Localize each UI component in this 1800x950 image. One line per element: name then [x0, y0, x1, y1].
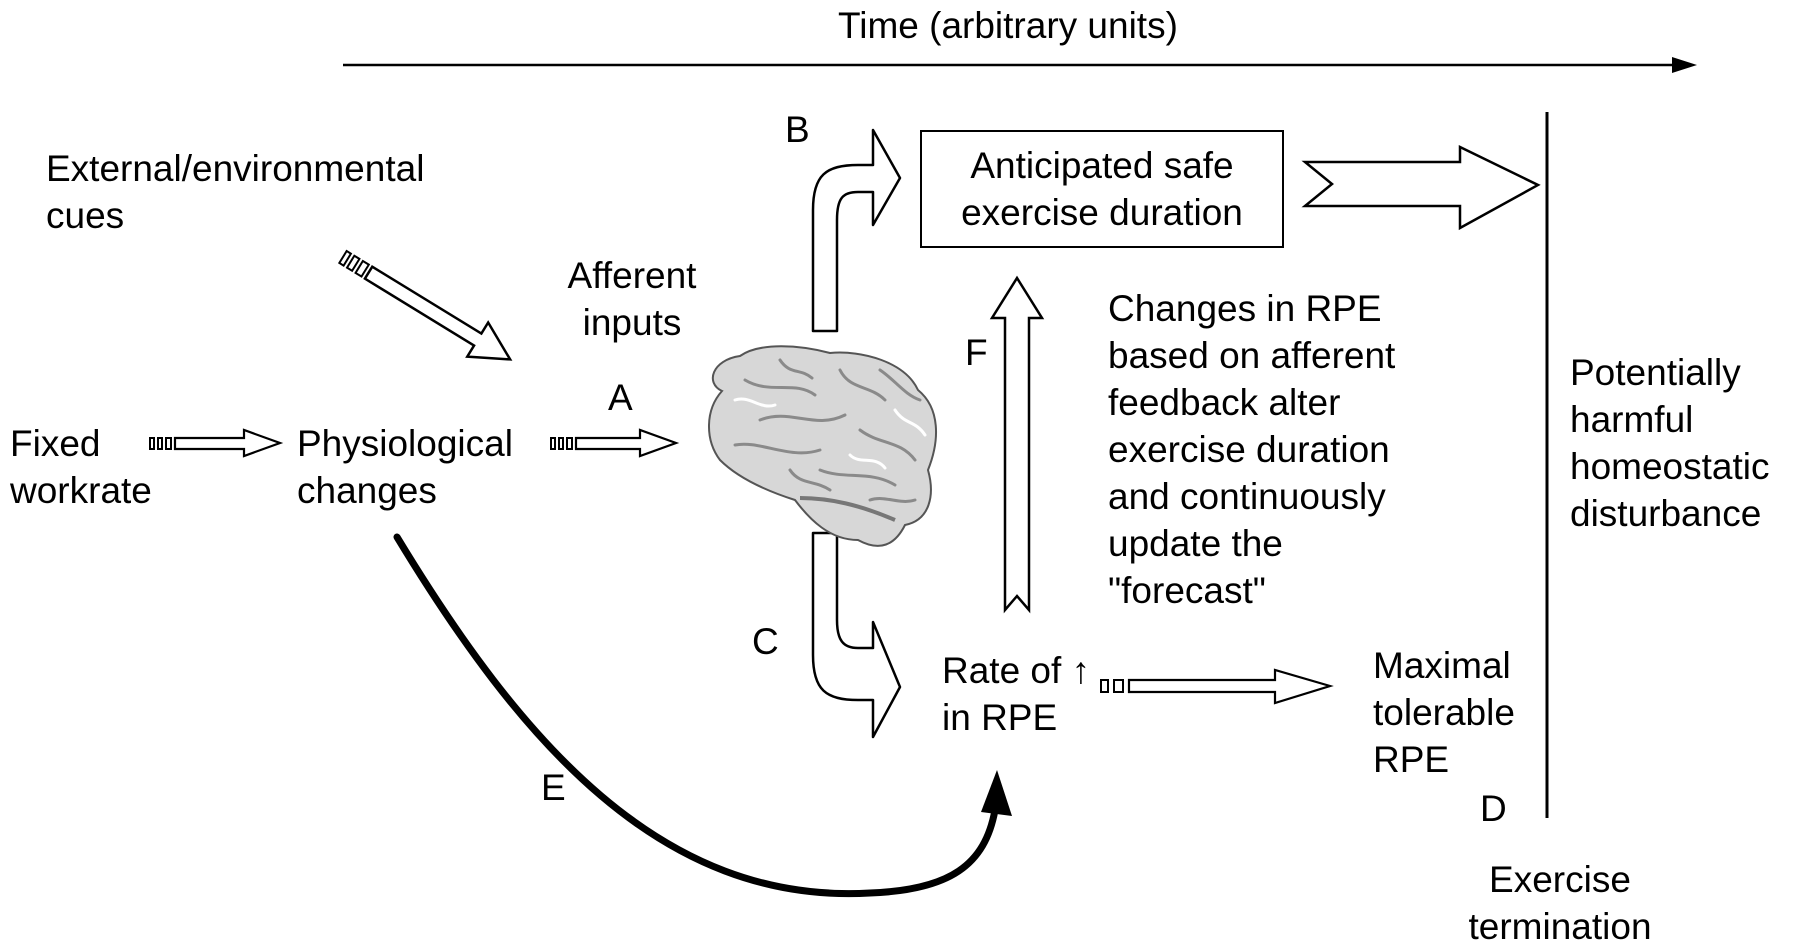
- anticipated-duration-text: Anticipated safe exercise duration: [961, 145, 1243, 233]
- label-e: E: [541, 767, 566, 808]
- time-axis-arrow: [343, 57, 1697, 73]
- changes-in-rpe-text: Changes in RPE based on afferent feedbac…: [1108, 288, 1396, 611]
- anticipated-duration-box: Anticipated safe exercise duration: [920, 130, 1284, 248]
- external-cues-arrow: [337, 249, 513, 361]
- workrate-arrow: [149, 428, 284, 458]
- afferent-inputs-text: Afferent inputs: [567, 255, 697, 343]
- rate-of-rpe-text: Rate of ↑ in RPE: [942, 650, 1091, 738]
- label-c: C: [752, 621, 779, 662]
- time-axis-label: Time (arbitrary units): [838, 5, 1178, 46]
- label-d: D: [1480, 788, 1507, 829]
- maximal-rpe-text: Maximal tolerable RPE: [1373, 645, 1515, 780]
- label-a: A: [608, 377, 633, 418]
- curved-arrow-e: [393, 533, 1012, 898]
- afferent-arrow-a: [550, 428, 680, 458]
- exercise-termination-text: Exercise termination: [1468, 859, 1652, 947]
- vertical-arrow-f: [989, 275, 1045, 614]
- brain-image: [708, 345, 937, 547]
- label-b: B: [785, 109, 810, 150]
- duration-to-disturbance-arrow: [1301, 145, 1541, 231]
- external-cues-text: External/environmental cues: [46, 148, 425, 236]
- rpe-to-maximal-arrow: [1100, 668, 1334, 705]
- physiological-changes-text: Physiological changes: [297, 423, 513, 511]
- curved-arrow-c: [811, 531, 902, 739]
- harmful-disturbance-text: Potentially harmful homeostatic disturba…: [1570, 352, 1770, 534]
- curved-arrow-b: [811, 128, 902, 333]
- fixed-workrate-text: Fixed workrate: [10, 423, 152, 511]
- label-f: F: [965, 332, 988, 373]
